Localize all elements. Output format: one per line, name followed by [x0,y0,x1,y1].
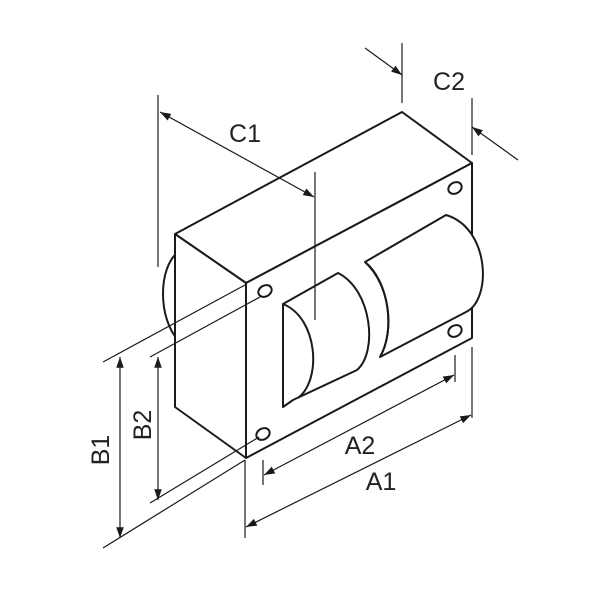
label-a2: A2 [345,432,376,460]
dimension-b2: B2 [129,296,261,504]
mounting-hole [447,181,463,195]
label-c2: C2 [433,68,465,96]
left-coil-bulge [162,251,179,341]
mounting-hole [447,324,463,338]
label-c1: C1 [229,120,261,148]
label-b2: B2 [129,410,157,441]
coil-right [364,214,484,358]
dimension-c1: C1 [157,95,316,320]
dimension-c2: C2 [364,43,519,161]
label-a1: A1 [366,468,397,496]
dimension-b1: B1 [87,284,246,549]
mounting-hole [257,284,273,298]
dimension-a1: A1 [244,347,473,538]
label-b1: B1 [87,435,115,466]
